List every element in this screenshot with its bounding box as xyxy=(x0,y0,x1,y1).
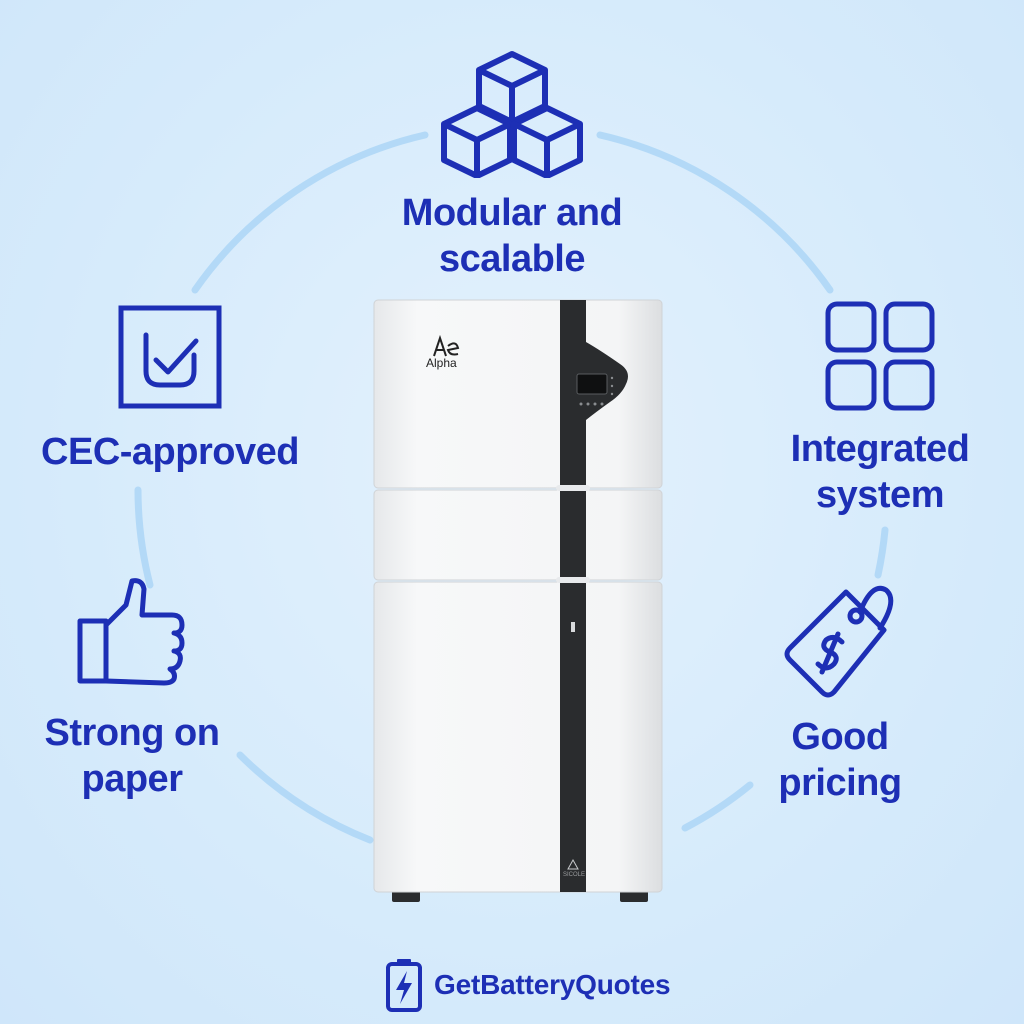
brand-footer: GetBatteryQuotes xyxy=(384,955,704,1015)
battery-bolt-icon xyxy=(386,959,422,1012)
product-model-badge: SICOLE xyxy=(563,872,586,878)
thumbs-up-icon xyxy=(77,578,185,686)
feature-strong: Strong on paper xyxy=(0,575,282,802)
feature-cec: CEC-approved xyxy=(20,305,320,475)
product-logo-text: Alpha xyxy=(426,356,457,370)
feature-integrated: Integrated system xyxy=(730,300,1024,518)
feature-pricing: Good pricing xyxy=(690,578,990,806)
feature-label-integrated: Integrated system xyxy=(790,428,970,516)
price-tag-icon xyxy=(784,585,894,698)
feature-label-pricing: Good pricing xyxy=(778,716,902,804)
feature-label-cec: CEC-approved xyxy=(41,431,299,473)
battery-product-image xyxy=(373,299,663,902)
feature-label-strong: Strong on paper xyxy=(44,712,220,800)
checkbox-icon xyxy=(118,305,222,409)
grid-squares-icon xyxy=(825,301,935,411)
brand-name: GetBatteryQuotes xyxy=(434,969,671,1000)
feature-modular: Modular and scalable xyxy=(362,48,662,282)
feature-label-modular: Modular and scalable xyxy=(401,192,623,280)
cubes-icon xyxy=(441,51,583,178)
